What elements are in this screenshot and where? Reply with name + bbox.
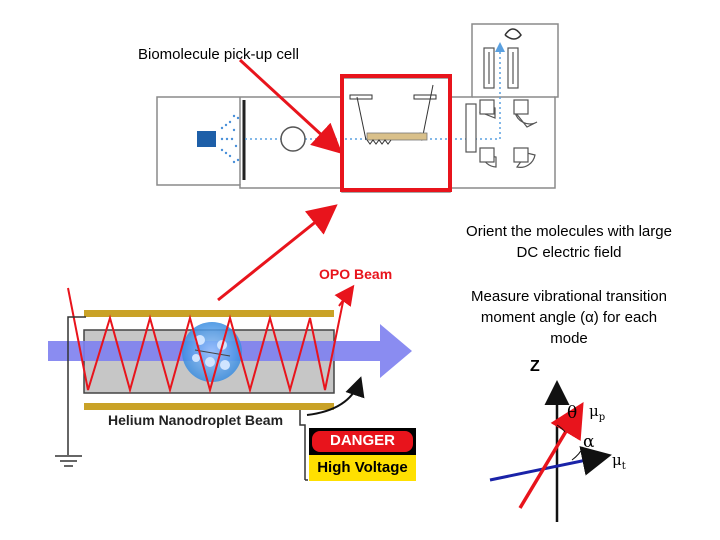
mu-p-vector <box>518 401 584 509</box>
wiring <box>67 316 308 481</box>
mu-t-label: μt <box>612 451 626 472</box>
orient-caption-line1: Orient the molecules with large <box>466 223 672 240</box>
measure-caption-line3: mode <box>550 330 588 347</box>
spray-fan <box>220 114 240 164</box>
alpha-arc <box>571 446 584 461</box>
helium-label-arrow <box>306 376 365 416</box>
pickup-arrow <box>238 58 343 155</box>
measure-caption-line2: moment angle (α) for each <box>480 309 658 326</box>
zoom-arrow <box>217 204 338 302</box>
orient-caption-line2: DC electric field <box>516 244 622 261</box>
mu-p-subscript: p <box>598 412 606 423</box>
danger-sign-bottom <box>309 455 416 481</box>
theta-label: θ <box>567 403 578 423</box>
opo-zigzag-beam <box>67 287 346 394</box>
opo-exit-arrow <box>334 284 355 307</box>
orient-caption: Orient the molecules with large DC elect… <box>440 221 698 263</box>
mu-p-symbol: μ <box>589 402 599 420</box>
mu-p-label: μp <box>589 402 605 423</box>
field-plates <box>349 84 437 145</box>
theta-arc <box>556 424 566 433</box>
mu-t-subscript: t <box>621 461 626 472</box>
mu-t-symbol: μ <box>612 451 622 469</box>
helium-beam-label: Helium Nanodroplet Beam <box>108 412 284 428</box>
alpha-label: α <box>583 432 595 452</box>
upper-gold-plate <box>84 310 334 317</box>
measure-caption-line1: Measure vibrational transition <box>471 288 667 305</box>
pickup-cell-sphere <box>280 126 306 152</box>
z-axis-label: Z <box>530 358 540 375</box>
opo-beam-label: OPO Beam <box>319 266 393 282</box>
droplet-cluster-icon <box>182 322 242 382</box>
danger-red-band <box>312 431 413 452</box>
ion-optics <box>465 47 538 168</box>
pickup-cell-label: Biomolecule pick-up cell <box>138 46 299 63</box>
measure-caption: Measure vibrational transition moment an… <box>440 286 698 349</box>
danger-text: DANGER <box>329 432 395 449</box>
beam-path-arrowhead <box>495 42 505 52</box>
lower-gold-plate <box>84 403 334 410</box>
high-voltage-text: High Voltage <box>317 459 408 476</box>
ground-symbol-icon <box>55 455 82 467</box>
detector-icon <box>504 28 522 40</box>
nozzle-icon <box>197 131 216 147</box>
mu-t-vector <box>489 446 612 482</box>
